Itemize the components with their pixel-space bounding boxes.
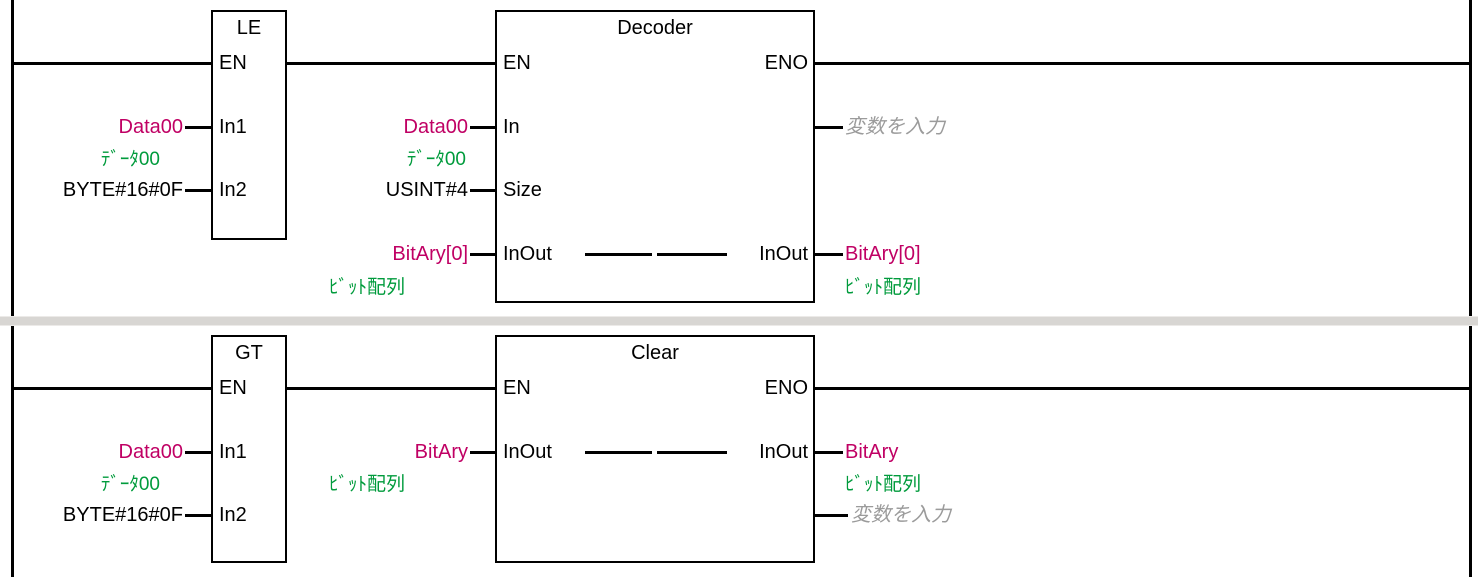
operand-gt-in1[interactable]: Data00 — [118, 441, 184, 463]
wire-clear-inout-pass2 — [657, 451, 727, 454]
wire-rung2-mid — [287, 387, 495, 390]
wire-rung2-eno — [815, 387, 1472, 390]
operand-gt-in2[interactable]: BYTE#16#0F — [62, 504, 183, 526]
function-block-gt[interactable] — [211, 335, 287, 563]
wire-clear-inout-out — [815, 451, 843, 454]
wire-rung2-left — [11, 387, 211, 390]
fb-decoder-pin-inout-left: InOut — [503, 243, 552, 265]
fb-clear-pin-inout-left: InOut — [503, 441, 552, 463]
comment-decoder-inout-result: ﾋﾞｯﾄ配列 — [845, 277, 922, 298]
fb-clear-pin-en: EN — [503, 377, 531, 399]
wire-clear-out — [815, 514, 848, 517]
power-rail-right — [1469, 0, 1472, 577]
fb-gt-pin-in1: In1 — [219, 441, 247, 463]
wire-decoder-inout-in — [470, 253, 495, 256]
fb-gt-title: GT — [235, 342, 263, 364]
operand-clear-inout[interactable]: BitAry — [414, 441, 468, 463]
fb-gt-pin-in2: In2 — [219, 504, 247, 526]
fb-decoder-pin-en: EN — [503, 52, 531, 74]
placeholder-clear-out[interactable]: 変数を入力 — [851, 504, 951, 526]
comment-decoder-in: ﾃﾞｰﾀ00 — [406, 149, 466, 170]
function-block-clear[interactable] — [495, 335, 815, 563]
fb-decoder-pin-size: Size — [503, 179, 542, 201]
power-rail-left — [11, 0, 14, 577]
comment-decoder-inout: ﾋﾞｯﾄ配列 — [328, 277, 405, 298]
fb-decoder-pin-eno: ENO — [764, 52, 808, 74]
wire-decoder-inout-pass1 — [585, 253, 652, 256]
fb-decoder-title: Decoder — [617, 17, 693, 39]
wire-le-in2 — [185, 189, 211, 192]
wire-clear-inout-pass1 — [585, 451, 652, 454]
wire-gt-in1 — [185, 451, 211, 454]
fb-gt-pin-en: EN — [219, 377, 247, 399]
operand-decoder-inout[interactable]: BitAry[0] — [392, 243, 468, 265]
fb-le-pin-in1: In1 — [219, 116, 247, 138]
operand-decoder-size[interactable]: USINT#4 — [385, 179, 468, 201]
placeholder-decoder-out[interactable]: 変数を入力 — [845, 116, 945, 138]
fb-le-title: LE — [236, 17, 262, 39]
operand-decoder-in[interactable]: Data00 — [403, 116, 469, 138]
wire-decoder-inout-pass2 — [657, 253, 727, 256]
operand-le-in2[interactable]: BYTE#16#0F — [62, 179, 183, 201]
operand-le-in1[interactable]: Data00 — [118, 116, 184, 138]
fb-clear-pin-inout-right: InOut — [759, 441, 808, 463]
comment-clear-inout-result: ﾋﾞｯﾄ配列 — [845, 474, 922, 495]
wire-gt-in2 — [185, 514, 211, 517]
fb-decoder-pin-inout-right: InOut — [759, 243, 808, 265]
wire-decoder-inout-out — [815, 253, 843, 256]
fb-le-pin-in2: In2 — [219, 179, 247, 201]
fb-le-pin-en: EN — [219, 52, 247, 74]
wire-rung1-mid — [287, 62, 495, 65]
wire-decoder-in — [470, 126, 495, 129]
operand-clear-inout-result[interactable]: BitAry — [845, 441, 899, 463]
wire-rung1-left — [11, 62, 211, 65]
fb-decoder-pin-in: In — [503, 116, 520, 138]
comment-gt-in1: ﾃﾞｰﾀ00 — [100, 474, 160, 495]
comment-clear-inout: ﾋﾞｯﾄ配列 — [328, 474, 405, 495]
fb-clear-pin-eno: ENO — [764, 377, 808, 399]
wire-le-in1 — [185, 126, 211, 129]
operand-decoder-inout-result[interactable]: BitAry[0] — [845, 243, 921, 265]
function-block-le[interactable] — [211, 10, 287, 240]
wire-decoder-size — [470, 189, 495, 192]
comment-le-in1: ﾃﾞｰﾀ00 — [100, 149, 160, 170]
wire-clear-inout-in — [470, 451, 495, 454]
wire-rung1-eno — [815, 62, 1472, 65]
fb-clear-title: Clear — [631, 342, 679, 364]
function-block-decoder[interactable] — [495, 10, 815, 303]
wire-decoder-out — [815, 126, 843, 129]
rung-separator — [0, 316, 1478, 326]
